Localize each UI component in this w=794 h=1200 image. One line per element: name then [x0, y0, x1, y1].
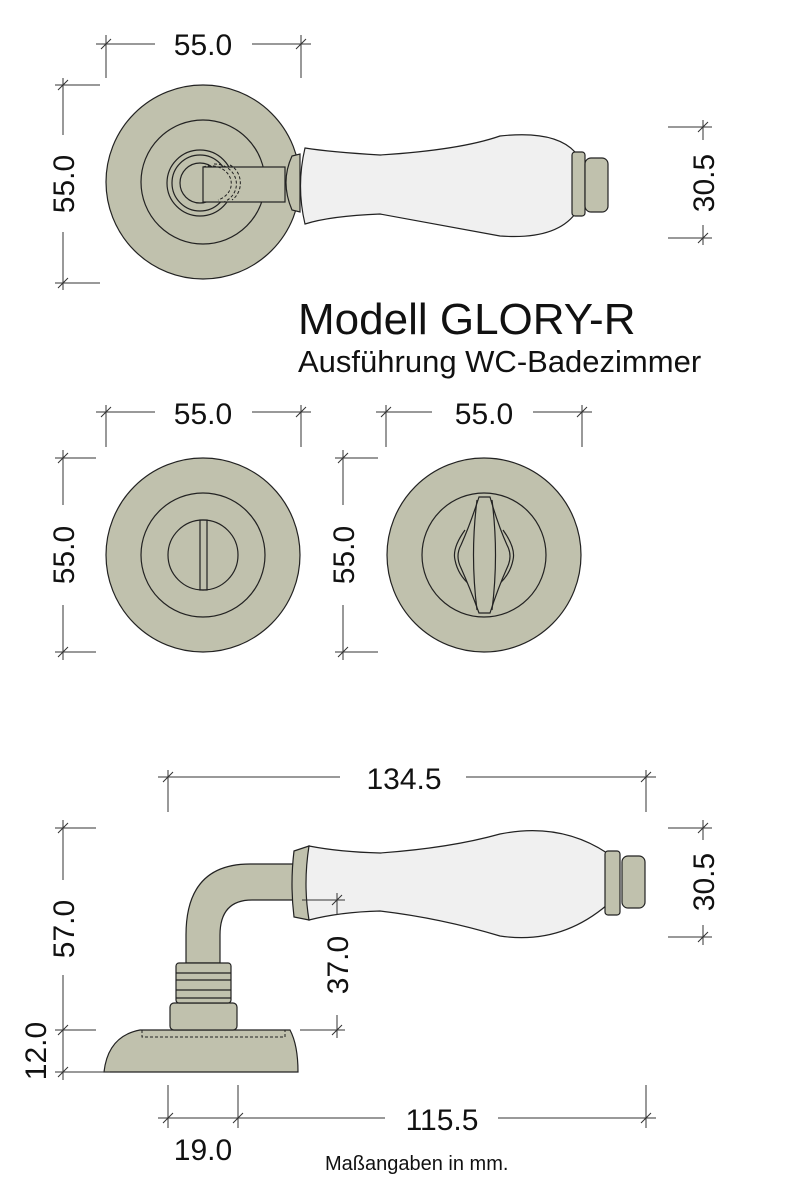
wc-rose-inside-turn — [386, 457, 582, 653]
side-view-lever — [103, 830, 646, 1073]
dim-side-rose-height: 12.0 — [20, 1022, 53, 1080]
top-dimensions: 55.0 55.0 30.5 — [48, 29, 721, 290]
dim-top-height: 55.0 — [48, 155, 81, 213]
wc-rose-outside — [105, 457, 301, 653]
units-note: Maßangaben in mm. — [325, 1153, 508, 1175]
dim-top-handle-height: 30.5 — [688, 154, 721, 212]
dim-side-stem: 19.0 — [174, 1134, 232, 1167]
model-title: Modell GLORY-R — [298, 295, 635, 344]
dim-top-width: 55.0 — [174, 29, 232, 62]
dim-side-height: 57.0 — [48, 900, 81, 958]
side-dimensions: 134.5 57.0 12.0 30.5 37.0 19.0 115.5 — [20, 763, 721, 1167]
dim-wc-right-height: 55.0 — [328, 526, 361, 584]
dim-side-handle-height: 30.5 — [688, 853, 721, 911]
dim-side-length: 134.5 — [366, 763, 441, 796]
dim-wc-right-width: 55.0 — [455, 398, 513, 431]
wc-dimensions: 55.0 55.0 55.0 55.0 — [48, 398, 592, 660]
model-subtitle: Ausführung WC-Badezimmer — [298, 344, 701, 379]
dim-side-projection: 115.5 — [406, 1104, 479, 1137]
dim-wc-left-width: 55.0 — [174, 398, 232, 431]
top-view-lever-rose — [105, 84, 609, 280]
dim-wc-left-height: 55.0 — [48, 526, 81, 584]
dim-side-grip-offset: 37.0 — [322, 936, 355, 994]
